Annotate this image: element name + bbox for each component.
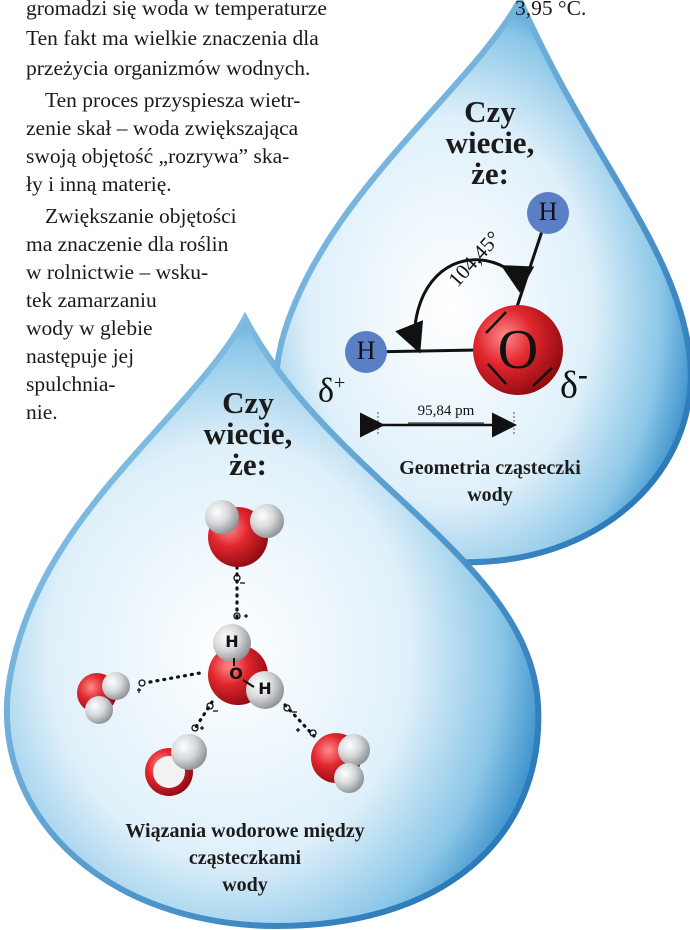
hydrogen-atom-left xyxy=(345,331,387,373)
title-line: Czy xyxy=(464,94,516,129)
geometry-drop-title: Czy wiecie, że: xyxy=(410,96,570,189)
caption-line: wody xyxy=(467,484,513,506)
title-line: że: xyxy=(229,447,267,482)
article-line: Ten fakt ma wielkie znaczenia dla xyxy=(26,26,319,50)
article-line: spulchnia- xyxy=(26,372,116,396)
article-line: wody w glebie xyxy=(26,316,153,340)
article-line: ma znaczenie dla roślin xyxy=(26,232,229,256)
atom-label-h-left: H xyxy=(356,336,376,365)
article-line: Ten proces przyspiesza wietr- xyxy=(45,88,301,112)
geometry-molecule xyxy=(345,192,569,438)
partial-charge-positive: δ+ xyxy=(318,366,345,408)
minus-sign: - xyxy=(577,358,588,391)
article-line: gromadzi się woda w temperaturze xyxy=(26,0,327,20)
article-line: nie. xyxy=(26,400,58,424)
article-line: w rolnictwie – wsku- xyxy=(26,260,209,284)
article-line: swoją objętość „rozrywa” ska- xyxy=(26,144,290,168)
delta-symbol: δ xyxy=(560,364,578,407)
article-line: następuje jej xyxy=(26,344,135,368)
caption-line: Wiązania wodorowe między xyxy=(125,820,365,842)
angle-arrow xyxy=(395,258,535,354)
hydrogen-atom-top xyxy=(527,192,569,234)
atom-label-h-top: H xyxy=(538,197,558,226)
title-line: Czy xyxy=(222,385,274,420)
title-line: wiecie, xyxy=(203,416,293,451)
article-line: Zwiększanie objętości xyxy=(45,204,237,228)
caption-line: cząsteczkami xyxy=(188,847,302,869)
article-line: przeżycia organizmów wodnych. xyxy=(26,56,311,80)
caption-line: Geometria cząsteczki xyxy=(399,457,581,479)
partial-charge-negative: δ- xyxy=(560,356,588,405)
delta-symbol: δ xyxy=(318,372,335,410)
caption-line: wody xyxy=(222,874,268,896)
atom-label-h: H xyxy=(225,632,239,651)
article-temperature: 3,95 °C. xyxy=(515,0,587,20)
article-line: tek zamarzaniu xyxy=(26,288,157,312)
atom-label-o: O xyxy=(497,319,539,381)
hbond-caption: Wiązania wodorowe między cząsteczkami wo… xyxy=(60,818,430,899)
atom-label-o: O xyxy=(229,664,243,683)
hbond-network xyxy=(77,500,370,796)
atom-label-h: H xyxy=(258,679,272,698)
hbond-drop-title: Czy wiecie, że: xyxy=(168,387,328,480)
article-line: ły i inną materię. xyxy=(26,172,172,196)
article-line: zenie skał – woda zwiększająca xyxy=(26,116,299,140)
title-line: wiecie, xyxy=(445,125,535,160)
title-line: że: xyxy=(471,156,509,191)
plus-sign: + xyxy=(334,372,346,394)
bond-length-label: 95,84 pm xyxy=(417,403,475,419)
hbond-drop-shape xyxy=(3,311,542,930)
geometry-caption: Geometria cząsteczki wody xyxy=(340,455,640,509)
